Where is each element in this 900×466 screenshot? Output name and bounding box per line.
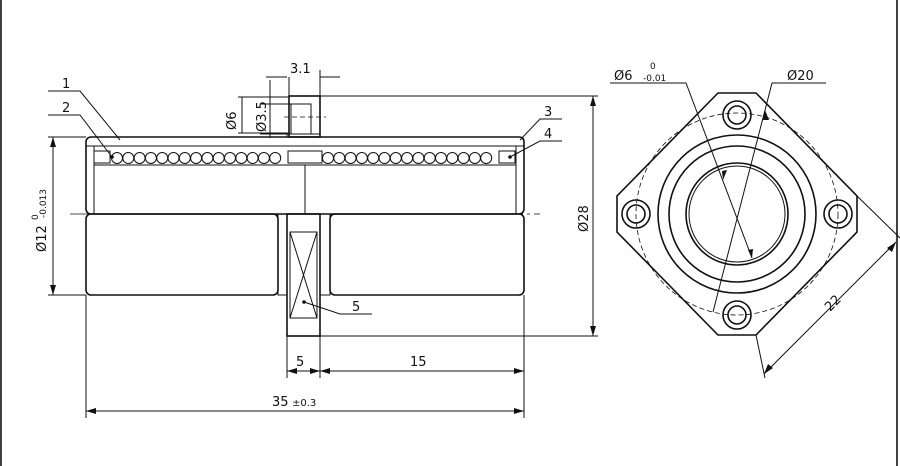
ball <box>257 152 270 164</box>
ball <box>446 152 459 164</box>
ball <box>457 152 470 164</box>
ball <box>378 152 391 164</box>
ball <box>389 152 402 164</box>
ball <box>480 152 493 164</box>
svg-text:Ø12: Ø12 <box>35 225 50 252</box>
svg-text:0: 0 <box>650 62 656 72</box>
ball <box>212 152 225 164</box>
svg-text:0: 0 <box>31 214 41 220</box>
svg-text:2: 2 <box>62 101 70 116</box>
mounting-holes <box>621 100 853 330</box>
body-lower-left <box>85 213 279 296</box>
dim-boss-dia: Ø6 Ø3.5 <box>225 80 291 138</box>
ball <box>333 152 346 164</box>
ball <box>133 152 146 164</box>
ball <box>201 152 214 164</box>
ball <box>468 152 481 164</box>
balloon-5: 5 <box>302 300 372 315</box>
ball <box>367 152 380 164</box>
dim-bore-dia: Ø6 0 -0.01 <box>610 62 753 259</box>
seal-right <box>498 150 516 164</box>
neck-left <box>277 213 288 296</box>
boss-hole <box>290 103 312 135</box>
ball <box>235 152 248 164</box>
svg-text:15: 15 <box>410 355 427 370</box>
flat-surface-cross <box>289 231 318 319</box>
side-view: 1 2 3 4 5 3.1 Ø6 Ø3.5 <box>31 62 598 418</box>
ball <box>401 152 414 164</box>
svg-text:1: 1 <box>62 77 70 92</box>
neck-right <box>319 213 331 296</box>
svg-text:-0.01: -0.01 <box>643 74 666 84</box>
housing-inner-circle <box>668 145 806 283</box>
ball <box>224 152 236 164</box>
svg-text:Ø6: Ø6 <box>225 111 240 130</box>
ball <box>322 152 334 164</box>
svg-text:Ø28: Ø28 <box>577 205 592 232</box>
ball <box>156 152 169 164</box>
ball <box>122 152 135 164</box>
svg-text:3: 3 <box>544 105 552 120</box>
svg-text:22: 22 <box>822 293 844 315</box>
svg-text:4: 4 <box>544 127 552 142</box>
seal-middle <box>287 150 323 164</box>
balloon-2: 2 <box>48 101 114 159</box>
svg-text:±0.3: ±0.3 <box>292 398 316 409</box>
ball <box>144 152 157 164</box>
seal-left <box>93 150 111 164</box>
balloon-3: 3 <box>519 105 562 141</box>
dim-flange-width: 5 15 <box>286 295 525 418</box>
ball <box>412 152 425 164</box>
svg-text:Ø20: Ø20 <box>787 69 814 84</box>
ball <box>178 152 191 164</box>
balloon-1: 1 <box>48 77 121 141</box>
ball-row <box>111 152 493 164</box>
ball-track-circle <box>688 165 786 263</box>
ball <box>269 152 282 164</box>
flange-boss <box>288 95 321 138</box>
svg-text:3.1: 3.1 <box>290 62 311 77</box>
end-view: Ø6 0 -0.01 Ø20 22 <box>610 62 900 379</box>
dim-pcd: Ø20 <box>712 69 826 313</box>
pitch-circle <box>635 112 839 316</box>
dim-flange-dia: Ø28 <box>320 95 598 337</box>
ball <box>246 152 259 164</box>
housing-outer-circle <box>657 134 817 294</box>
svg-text:-0.013: -0.013 <box>39 189 49 218</box>
svg-text:Ø3.5: Ø3.5 <box>255 101 270 132</box>
svg-text:Ø6: Ø6 <box>614 69 633 84</box>
ball <box>344 152 357 164</box>
dim-boss-width: 3.1 <box>266 62 340 96</box>
svg-text:5: 5 <box>296 355 304 370</box>
ball <box>423 152 436 164</box>
ball <box>190 152 203 164</box>
dim-outer-dia: Ø12 0 -0.013 <box>31 136 86 296</box>
body-lower-right <box>329 213 525 296</box>
dim-overall-length: 35 ±0.3 <box>85 295 524 418</box>
balloon-4: 4 <box>508 127 562 159</box>
ball <box>167 152 180 164</box>
bore-circle <box>685 162 789 266</box>
ball <box>355 152 368 164</box>
svg-text:35: 35 <box>272 395 289 410</box>
svg-text:5: 5 <box>352 300 360 315</box>
flange-face <box>289 231 318 319</box>
housing-section <box>85 133 525 147</box>
ball <box>435 152 447 164</box>
